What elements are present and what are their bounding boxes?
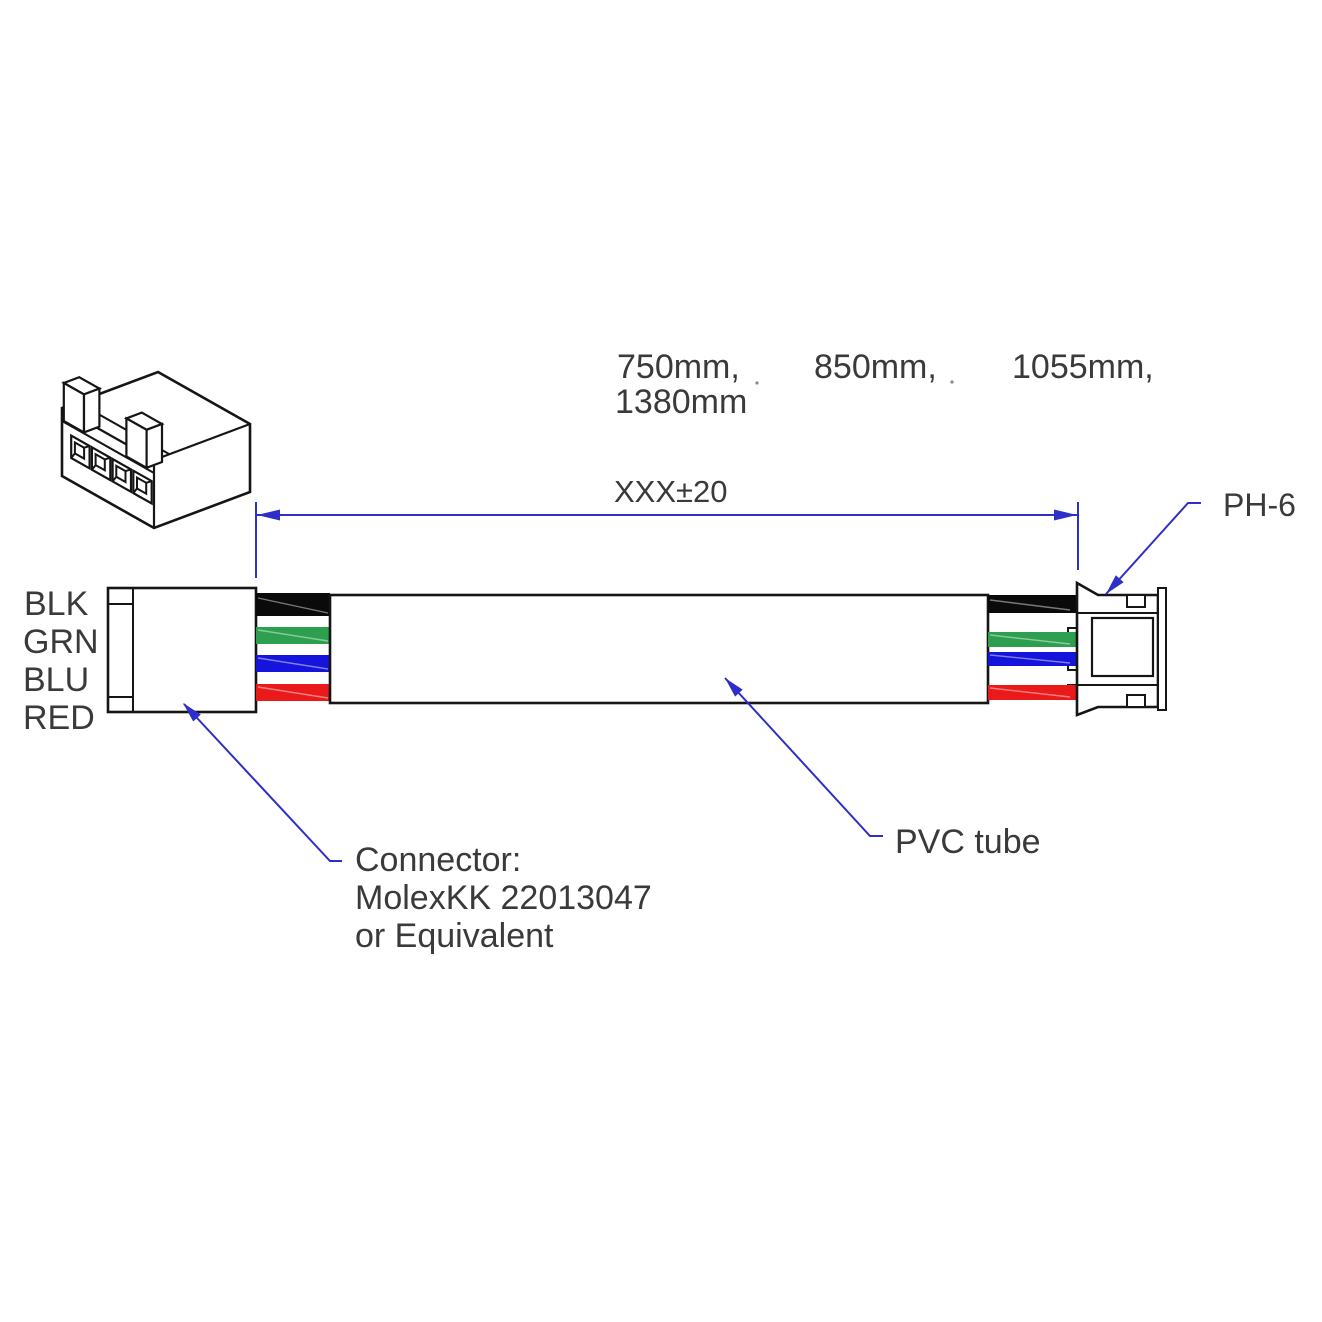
pvc-tube-body — [328, 593, 990, 705]
iso-latch-right — [123, 411, 165, 470]
wire-label-column: BLK GRN BLU RED — [23, 585, 99, 737]
dimension-arrow-left — [257, 509, 280, 521]
connector-note-line3: or Equivalent — [355, 917, 554, 955]
connector-leader-line — [183, 703, 342, 862]
left-wires — [256, 593, 330, 701]
connector-leader — [183, 703, 342, 862]
connector-note-line2: MolexKK 22013047 — [355, 879, 652, 917]
wire-green-right — [988, 632, 1077, 647]
wire-red-right — [988, 685, 1077, 700]
wire-green-left — [256, 627, 330, 644]
pvc-leader-arrow — [725, 678, 743, 697]
wire-black-right — [988, 595, 1077, 613]
pvc-tube-label: PVC tube — [895, 823, 1041, 861]
pvc-leader-line — [724, 677, 883, 837]
wire-label-blk: BLK — [24, 585, 89, 623]
length-1380: 1380mm — [615, 383, 747, 421]
wire-label-red: RED — [23, 699, 95, 737]
ph6-leader-line — [1105, 502, 1201, 595]
dimension-extension-lines — [255, 502, 1079, 578]
right-connector-top-notch — [1126, 594, 1146, 608]
ph6-leader — [1105, 502, 1201, 595]
left-connector-latch-lines — [108, 588, 134, 712]
connector-note-line1: Connector: — [355, 841, 521, 879]
iso-latch-left — [61, 375, 102, 435]
length-options-text: 750mm, 850mm, 1055mm, 1380mm — [615, 348, 1154, 421]
wire-blue-left — [256, 655, 330, 672]
stray-speck — [950, 380, 954, 384]
dimension-label: XXX±20 — [614, 474, 728, 509]
wire-black-left — [256, 593, 330, 616]
connector-note-text: Connector: MolexKK 22013047 or Equivalen… — [355, 841, 652, 955]
right-connector-end-plate — [1157, 587, 1167, 711]
left-connector-body — [106, 586, 258, 714]
dimension-annotation — [255, 502, 1079, 578]
ph6-label: PH-6 — [1223, 487, 1296, 523]
connector-leader-arrow — [183, 703, 201, 722]
wire-highlights-left — [257, 597, 329, 699]
length-1055: 1055mm, — [1012, 348, 1154, 386]
length-850: 850mm, — [814, 348, 937, 386]
wire-red-left — [256, 684, 330, 701]
iso-socket-4 — [132, 468, 153, 506]
wire-highlights-right — [989, 599, 1071, 698]
iso-socket-3 — [111, 457, 133, 494]
iso-socket-1 — [70, 433, 91, 471]
right-wires — [988, 595, 1078, 700]
iso-socket-2 — [90, 445, 112, 482]
left-connector-drawing — [106, 586, 258, 714]
length-750: 750mm, — [617, 348, 740, 386]
pvc-leader — [724, 677, 883, 837]
right-connector-section-lines — [1077, 612, 1158, 686]
stray-speck — [755, 381, 759, 385]
right-connector-drawing — [1075, 580, 1167, 717]
dimension-arrow-right — [1054, 509, 1077, 521]
right-connector-bottom-notch — [1126, 694, 1146, 708]
right-connector-window — [1090, 616, 1155, 678]
isometric-connector-drawing — [60, 370, 252, 530]
wire-label-grn: GRN — [23, 623, 99, 661]
ph6-leader-arrow — [1106, 575, 1124, 594]
wire-label-blu: BLU — [23, 661, 89, 699]
wire-blue-right — [988, 652, 1077, 666]
